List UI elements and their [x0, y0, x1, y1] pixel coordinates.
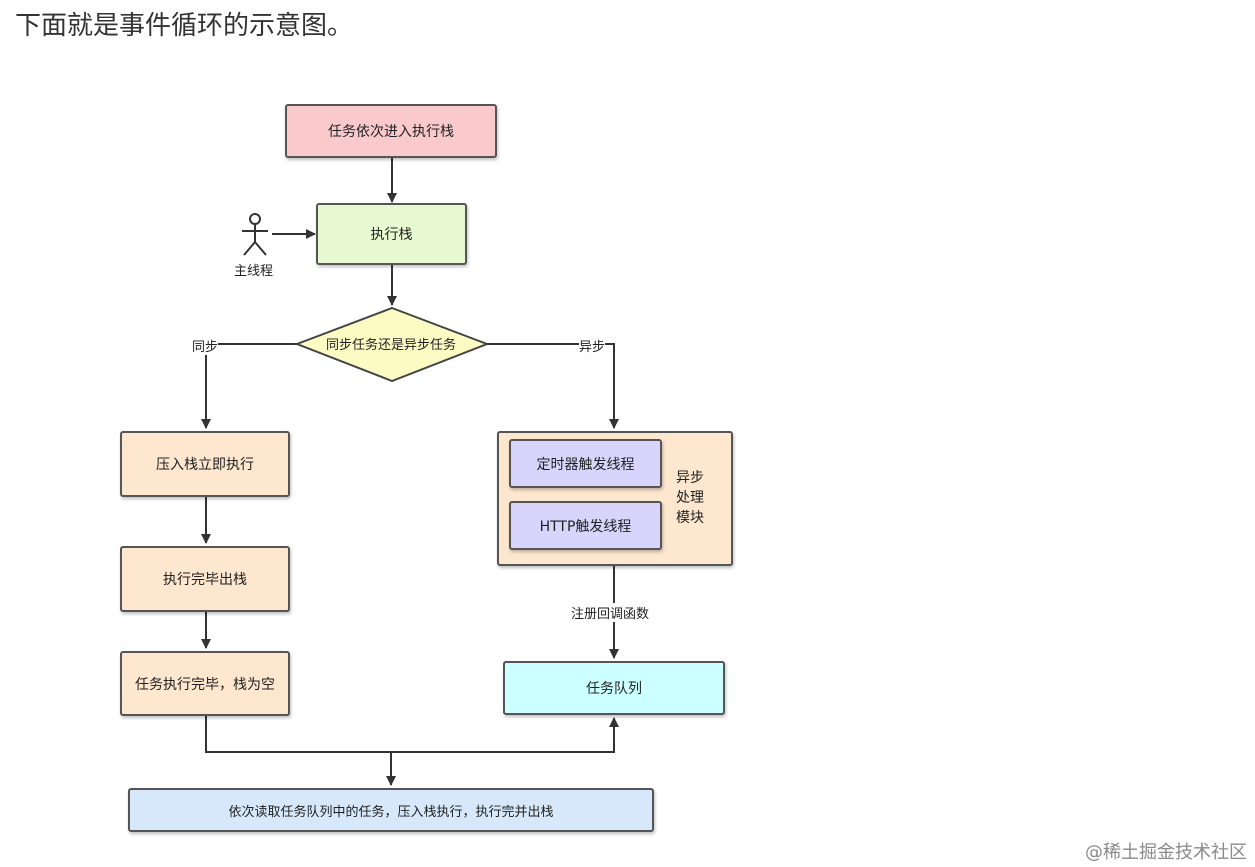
node-execution-stack-label: 执行栈 — [370, 227, 413, 243]
arrow-async-branch — [487, 343, 619, 429]
sync-step-push-label: 压入栈立即执行 — [156, 457, 254, 473]
task-queue: 任务队列 — [503, 661, 725, 715]
node-enter-stack: 任务依次进入执行栈 — [285, 104, 497, 158]
final-step-label: 依次读取任务队列中的任务，压入栈执行，执行完并出栈 — [228, 804, 554, 820]
sync-step-empty-label: 任务执行完毕，栈为空 — [135, 676, 275, 693]
sync-step-pop: 执行完毕出栈 — [120, 546, 290, 612]
node-execution-stack: 执行栈 — [316, 203, 467, 265]
sync-step-push: 压入栈立即执行 — [120, 431, 290, 497]
arrow-sync-branch — [201, 343, 297, 429]
watermark: @稀土掘金技术社区 — [1085, 842, 1247, 863]
branch-async-label: 异步 — [579, 336, 606, 355]
sync-step-pop-label: 执行完毕出栈 — [163, 572, 247, 588]
timer-thread-label: 定时器触发线程 — [536, 456, 635, 473]
async-module-label: 异步 处理 模块 — [676, 470, 704, 526]
sync-step-empty: 任务执行完毕，栈为空 — [120, 651, 290, 716]
decision-label: 同步任务还是异步任务 — [325, 338, 456, 353]
decision-diamond — [294, 306, 490, 383]
register-callback-label: 注册回调函数 — [569, 603, 652, 622]
task-queue-label: 任务队列 — [586, 681, 642, 697]
actor-label: 主线程 — [234, 264, 274, 279]
timer-thread: 定时器触发线程 — [509, 439, 662, 488]
main-thread-actor-icon — [242, 213, 268, 256]
arrow-sync-to-queue — [205, 716, 619, 753]
http-thread: HTTP触发线程 — [509, 501, 662, 550]
http-thread-label: HTTP触发线程 — [539, 518, 632, 535]
final-step: 依次读取任务队列中的任务，压入栈执行，执行完并出栈 — [128, 788, 654, 832]
intro-text: 下面就是事件循环的示意图。 — [15, 11, 354, 41]
node-enter-stack-label: 任务依次进入执行栈 — [328, 124, 454, 140]
branch-sync-label: 同步 — [192, 336, 219, 355]
